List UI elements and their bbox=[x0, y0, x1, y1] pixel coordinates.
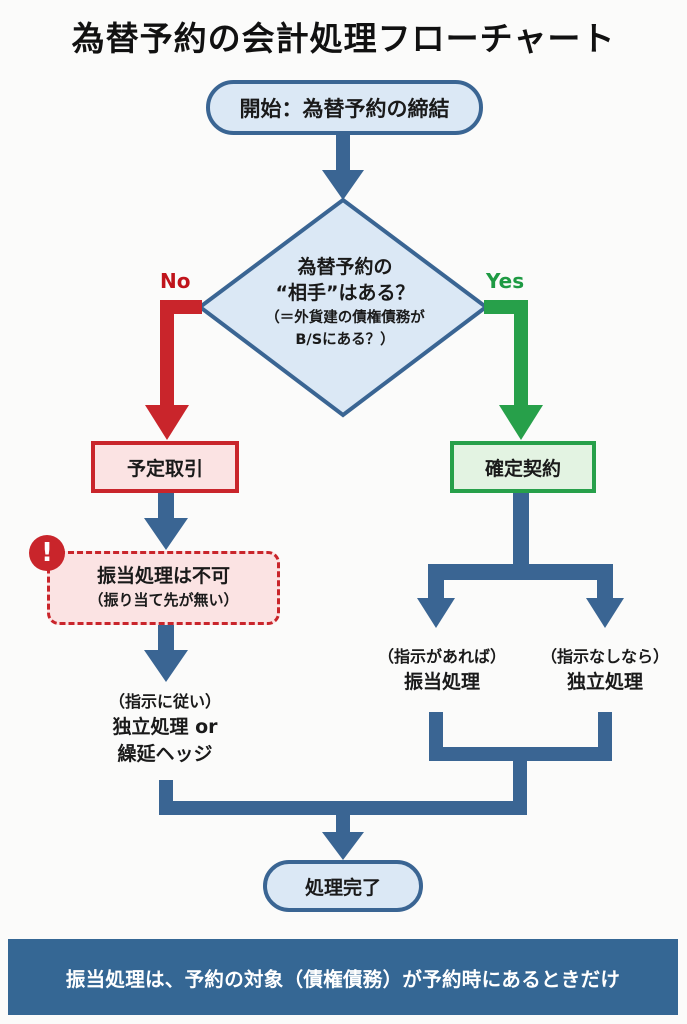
option-independent: （指示なしなら） 独立処理 bbox=[530, 645, 680, 696]
warning-subtitle: （振り当て先が無い） bbox=[88, 591, 239, 609]
decision-line-2: “相手”はある？ bbox=[275, 282, 415, 304]
end-node: 処理完了 bbox=[263, 860, 423, 912]
no-path-result: （指示に従い） 独立処理 or 繰延ヘッジ bbox=[75, 690, 255, 768]
branch-label-no: No bbox=[160, 269, 191, 293]
connector-left-merge bbox=[159, 780, 527, 815]
arrowhead-end bbox=[322, 832, 364, 860]
connector-start-decision bbox=[336, 135, 350, 173]
decision-line-4: B/Sにある？） bbox=[295, 332, 395, 348]
arrowhead-yes bbox=[499, 405, 543, 440]
option-b-sub: （指示なしなら） bbox=[540, 647, 669, 666]
decision-node-text: 為替予約の “相手”はある？ （＝外貨建の債権債務が B/Sにある？） bbox=[240, 254, 450, 350]
footer-text: 振当処理は、予約の対象（債権債務）が予約時にあるときだけ bbox=[65, 967, 621, 991]
start-node: 開始：為替予約の締結 bbox=[206, 80, 483, 135]
decision-diamond bbox=[196, 197, 490, 418]
decision-line-1: 為替予約の bbox=[297, 256, 393, 278]
connector-options-merge bbox=[429, 712, 612, 761]
planned-transaction-box: 予定取引 bbox=[91, 441, 239, 493]
footer-banner: 振当処理は、予約の対象（債権債務）が予約時にあるときだけ bbox=[8, 939, 678, 1015]
connector-merge-down bbox=[513, 754, 527, 810]
firm-contract-box: 確定契約 bbox=[450, 441, 596, 493]
arrowhead-option-b bbox=[586, 598, 624, 628]
warning-title: 振当処理は不可 bbox=[96, 565, 230, 587]
connector-plan-warning bbox=[158, 493, 174, 521]
no-result-line-2: 繰延ヘッジ bbox=[117, 743, 213, 765]
option-b-main: 独立処理 bbox=[566, 671, 643, 693]
option-allocation: （指示があれば） 振当処理 bbox=[362, 645, 522, 696]
connector-yes bbox=[484, 300, 528, 410]
arrowhead-no bbox=[145, 405, 189, 440]
warning-box: 振当処理は不可 （振り当て先が無い） bbox=[47, 551, 280, 625]
connector-split bbox=[428, 564, 613, 610]
start-label: 開始：為替予約の締結 bbox=[239, 96, 450, 121]
planned-transaction-label: 予定取引 bbox=[126, 457, 203, 480]
no-result-line-1: 独立処理 or bbox=[112, 716, 218, 738]
end-label: 処理完了 bbox=[304, 876, 381, 899]
arrowhead-warning-result bbox=[144, 650, 188, 682]
arrowhead-plan-warning bbox=[144, 518, 188, 550]
connector-firm-split bbox=[513, 493, 529, 572]
firm-contract-label: 確定契約 bbox=[484, 457, 561, 480]
exclamation-icon: ! bbox=[29, 535, 65, 571]
option-a-sub: （指示があれば） bbox=[377, 647, 506, 666]
page-title: 為替予約の会計処理フローチャート bbox=[71, 19, 616, 58]
arrowhead-option-a bbox=[417, 598, 455, 628]
connector-no bbox=[160, 300, 202, 410]
connector-merge-end bbox=[336, 808, 350, 838]
branch-label-yes: Yes bbox=[486, 269, 525, 293]
decision-line-3: （＝外貨建の債権債務が bbox=[265, 310, 425, 326]
option-a-main: 振当処理 bbox=[403, 671, 480, 693]
no-result-sub: （指示に従い） bbox=[108, 692, 221, 711]
connector-warning-result bbox=[158, 625, 174, 653]
arrowhead-start-decision bbox=[322, 170, 364, 200]
